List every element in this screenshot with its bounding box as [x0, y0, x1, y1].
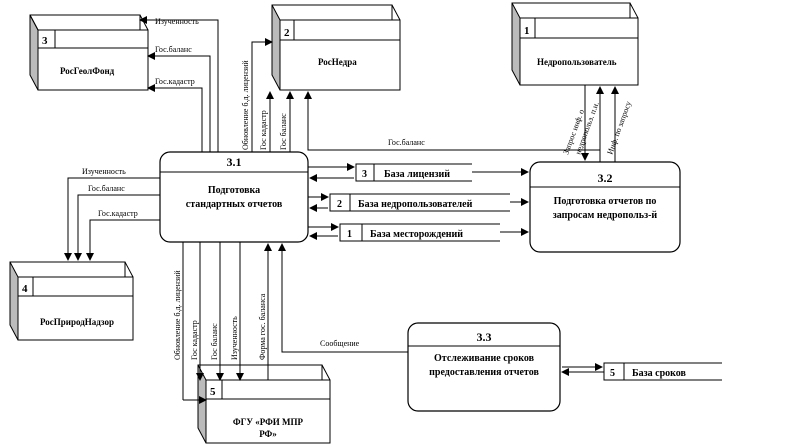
- entity-number: 4: [22, 283, 28, 295]
- flow-to-rosprirodnadzor: [64, 177, 160, 261]
- store-name: База лицензий: [384, 169, 450, 180]
- process-title-line2: стандартных отчетов: [186, 199, 283, 210]
- flow-label: Гос.баланс: [388, 138, 425, 147]
- entity-name: РосПриродНадзор: [40, 317, 114, 327]
- flow-label: Гос баланс: [210, 323, 219, 360]
- entity-nedropolzovatel[interactable]: 1 Недропользователь: [511, 2, 639, 86]
- store-number: 5: [610, 368, 615, 379]
- process-number: 3.3: [477, 330, 492, 344]
- flow-label: Гос.баланс: [155, 45, 192, 54]
- flow-label: Изученность: [155, 17, 199, 26]
- flow-label: Гос кадастр: [190, 320, 199, 360]
- flow-label: Гос.баланс: [88, 184, 125, 193]
- entity-number: 2: [284, 27, 290, 39]
- entity-name: РосНедра: [318, 57, 357, 67]
- store-number: 1: [347, 229, 352, 240]
- store-name: База недропользователей: [358, 199, 473, 210]
- process-number: 3.1: [227, 155, 242, 169]
- process-title-line2: запросам недропольз-й: [553, 210, 658, 221]
- store-users[interactable]: 2 База недропользователей: [329, 193, 510, 212]
- entity-rosgeolfond[interactable]: 3 РосГеолФонд: [29, 14, 149, 91]
- entity-number: 3: [42, 35, 48, 47]
- process-title-line1: Подготовка: [208, 185, 260, 196]
- process-3-3[interactable]: 3.3 Отслеживание сроков предоставления о…: [407, 322, 561, 412]
- flow-label: Изученность: [82, 167, 126, 176]
- entity-rosprirodnadzor[interactable]: 4 РосПриродНадзор: [9, 261, 134, 341]
- flow-label: Гос.кадастр: [98, 209, 138, 218]
- process-title-line1: Подготовка отчетов по: [554, 196, 657, 207]
- entity-name-line2: РФ»: [259, 429, 277, 439]
- store-number: 2: [337, 199, 342, 210]
- process-number: 3.2: [598, 171, 613, 185]
- store-name: База сроков: [632, 368, 687, 379]
- flow-label: Изученность: [230, 316, 239, 360]
- entity-name-line1: ФГУ «РФИ МПР: [233, 417, 304, 427]
- entity-fgu[interactable]: 5 ФГУ «РФИ МПР РФ»: [197, 364, 331, 444]
- flow-label: Гос.кадастр: [155, 77, 195, 86]
- entity-name: Недропользователь: [537, 57, 617, 67]
- entity-number: 1: [524, 25, 530, 37]
- flow-soobschenie: [278, 243, 408, 353]
- flow-nedropolzovatel: [581, 85, 619, 162]
- store-licenses[interactable]: 3 База лицензий: [355, 163, 472, 182]
- store-deposits[interactable]: 1 База месторождений: [339, 223, 500, 242]
- flow-label: Инф. по запросу: [605, 100, 633, 156]
- entity-number: 5: [210, 386, 216, 398]
- entity-name: РосГеолФонд: [60, 66, 115, 76]
- flow-to-fgu: [182, 242, 272, 404]
- flow-to-rosgeolfond: [139, 16, 219, 152]
- entity-rosnedra[interactable]: 2 РосНедра: [271, 4, 401, 91]
- process-3-2[interactable]: 3.2 Подготовка отчетов по запросам недро…: [529, 161, 681, 253]
- flow-label: Форма гос. баланса: [258, 293, 267, 360]
- process-title-line1: Отслеживание сроков: [434, 353, 535, 364]
- flow-label: Гос баланс: [279, 113, 288, 150]
- store-deadlines[interactable]: 5 База сроков: [603, 362, 722, 381]
- flow-stores: [308, 163, 604, 376]
- flow-to-rosnedra: [251, 38, 294, 152]
- store-name: База месторождений: [370, 229, 463, 240]
- flow-label: Гос кадастр: [259, 110, 268, 150]
- process-title-line2: предоставления отчетов: [429, 367, 539, 378]
- process-3-1[interactable]: 3.1 Подготовка стандартных отчетов: [159, 151, 309, 243]
- flow-label: Обновление б.д. лицензий: [241, 60, 250, 150]
- store-number: 3: [362, 169, 367, 180]
- flow-gosbalans-top: [304, 91, 601, 162]
- flow-label: Сообщение: [320, 339, 360, 348]
- flow-label: Обновление б.д. лицензий: [173, 270, 182, 360]
